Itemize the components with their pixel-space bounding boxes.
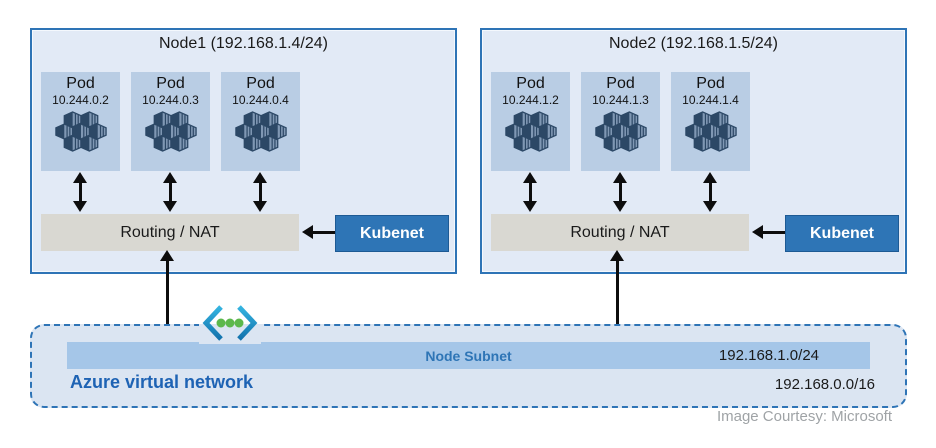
pod3-routing-arrow [703,172,717,212]
pod-label: Pod [606,75,635,92]
image-credit: Image Courtesy: Microsoft [716,408,892,425]
kubenet-routing-arrow [752,225,785,239]
node2-title: Node2 (192.168.1.5/24) [608,35,778,52]
pod-containers-icon [145,111,197,152]
pod-label: Pod [516,75,545,92]
node2-box: Node2 (192.168.1.5/24) Pod 10.244.1.2 Po… [480,28,907,274]
azure-virtual-network-cidr: 192.168.0.0/16 [774,376,875,393]
pod-ip: 10.244.1.4 [682,93,739,108]
node2-pod1: Pod 10.244.1.2 [491,72,570,171]
virtual-network-icon [199,302,261,344]
node1-title: Node1 (192.168.1.4/24) [158,35,328,52]
pod-label: Pod [156,75,185,92]
node1-pod2: Pod 10.244.0.3 [131,72,210,171]
pod-ip: 10.244.1.3 [592,93,649,108]
pod-label: Pod [66,75,95,92]
node-subnet-bar: Node Subnet 192.168.1.0/24 [67,342,870,369]
node2-routing-nat-box: Routing / NAT [491,214,749,251]
pod-ip: 10.244.0.2 [52,93,109,108]
node1-box: Node1 (192.168.1.4/24) Pod 10.244.0.2 Po… [30,28,457,274]
pod-label: Pod [696,75,725,92]
node2-subnet-arrow [610,250,624,342]
pod-ip: 10.244.0.4 [232,93,289,108]
azure-virtual-network-box: Node Subnet 192.168.1.0/24 Azure virtual… [30,324,907,408]
node2-pod2: Pod 10.244.1.3 [581,72,660,171]
pod-ip: 10.244.0.3 [142,93,199,108]
pod-containers-icon [685,111,737,152]
pod1-routing-arrow [73,172,87,212]
node-subnet-label: Node Subnet [425,347,512,364]
pod1-routing-arrow [523,172,537,212]
node1-kubenet-box: Kubenet [335,215,449,252]
node1-routing-nat-box: Routing / NAT [41,214,299,251]
pod-containers-icon [55,111,107,152]
node1-subnet-arrow [160,250,174,342]
node-subnet-cidr: 192.168.1.0/24 [718,347,819,364]
pod-label: Pod [246,75,275,92]
node1-pod1: Pod 10.244.0.2 [41,72,120,171]
node2-kubenet-box: Kubenet [785,215,899,252]
kubenet-routing-arrow [302,225,335,239]
pod-ip: 10.244.1.2 [502,93,559,108]
azure-virtual-network-label: Azure virtual network [70,372,254,392]
pod-containers-icon [595,111,647,152]
node2-pod3: Pod 10.244.1.4 [671,72,750,171]
pod-containers-icon [505,111,557,152]
pod2-routing-arrow [613,172,627,212]
pod2-routing-arrow [163,172,177,212]
node1-pod3: Pod 10.244.0.4 [221,72,300,171]
pod3-routing-arrow [253,172,267,212]
pod-containers-icon [235,111,287,152]
